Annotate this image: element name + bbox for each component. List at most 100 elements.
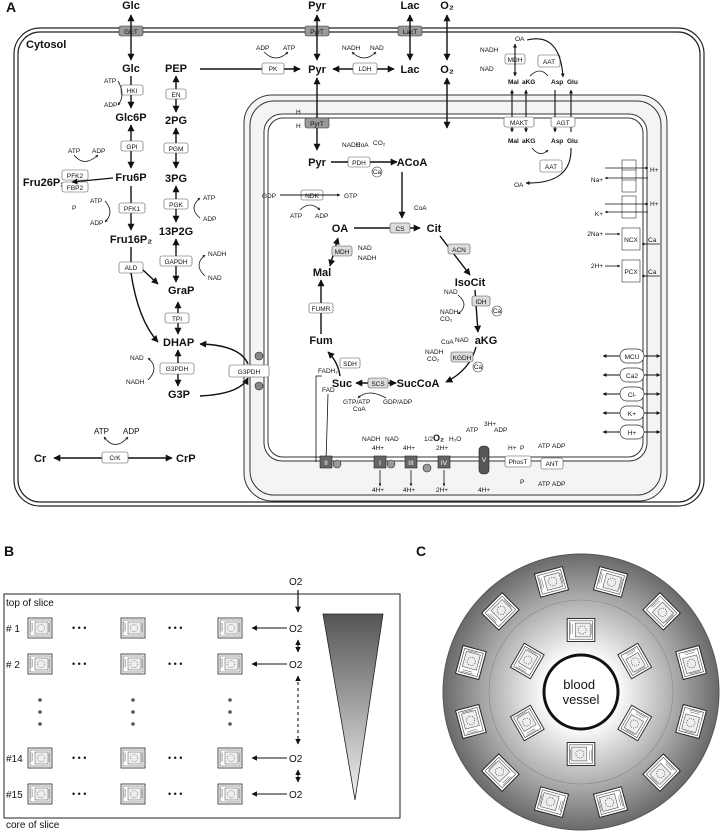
blood-vessel — [542, 653, 620, 731]
enzyme-pfk1: PFK1 — [124, 206, 141, 213]
enzyme-kgdh: KGDH — [453, 355, 472, 362]
ci-nadh: NADH — [362, 436, 381, 443]
complex-i — [373, 455, 387, 469]
glc-extracellular: Glc — [122, 0, 140, 12]
inner-cell-ring-boundary — [488, 599, 674, 785]
met-pyr-mito: Pyr — [308, 157, 326, 169]
fbp2-p: P — [72, 205, 76, 212]
shuttle-mal-top: Mal — [508, 79, 519, 86]
slice-row-label: # 1 — [6, 624, 20, 635]
row-gap-dot — [228, 710, 232, 714]
cs-coa: CoA — [414, 205, 427, 212]
pyrt-h1: H — [296, 109, 301, 116]
shuttle-nadh-top: NADH — [480, 47, 499, 54]
mitochondrion-intermembrane — [249, 100, 662, 496]
electron-transport-chain: II I NADH NAD 4H+ 4H+ III 4H+ 4H+ IV 1/2… — [319, 421, 565, 494]
ndk-gtp: GTP — [344, 193, 357, 200]
enzyme-ldh: LDH — [358, 66, 371, 73]
enzyme-mdh: MDH — [335, 249, 350, 256]
creatine-kinase: Cr CrP CrK ATP ADP — [34, 427, 196, 465]
channel-k: K+ — [602, 405, 661, 421]
cv-3h: 3H+ — [484, 421, 496, 428]
enzyme-aat-mito: AAT — [545, 164, 557, 171]
met-akg: aKG — [475, 335, 498, 347]
met-cr: Cr — [34, 453, 47, 465]
scs-coa: CoA — [353, 406, 366, 413]
enzyme-hki: HKI — [127, 88, 138, 95]
row-gap-dot — [228, 698, 232, 702]
ellipsis: • • • — [168, 753, 182, 763]
mini-cell-model — [217, 783, 243, 805]
gapdh-nad: NAD — [208, 275, 222, 282]
civ-h2o: H₂O — [449, 436, 461, 443]
oxygen-gradient-wedge — [322, 613, 384, 801]
svg-text:Ca2: Ca2 — [626, 373, 638, 380]
exchanger-1-left: Na+ — [591, 177, 603, 184]
top-transport-row: Glc Pyr Lac O₂ GlcT PyrT LacT — [118, 0, 454, 61]
ant-atp-bottom: ATP — [538, 481, 550, 488]
mdh-nad: NAD — [358, 245, 372, 252]
met-succoa: SucCoA — [397, 378, 440, 390]
exchanger-pcx: PCX — [624, 269, 638, 276]
cell-outer-membrane — [13, 27, 705, 507]
enzyme-ant: ANT — [546, 461, 559, 468]
met-dhap: DHAP — [163, 337, 194, 349]
cv-atp: ATP — [466, 427, 478, 434]
enzyme-idh: IDH — [475, 299, 487, 306]
pfk1-atp: ATP — [90, 198, 102, 205]
pk-atp: ATP — [283, 45, 295, 52]
shuttle-akg-top: aKG — [522, 79, 535, 86]
slice-row-label: #15 — [6, 790, 23, 801]
exchanger-ncx: NCX — [624, 237, 638, 244]
met-oa: OA — [332, 223, 349, 235]
met-fru6p: Fru6P — [115, 172, 146, 184]
o2-extracellular: O₂ — [440, 0, 454, 12]
svg-text:Cl-: Cl- — [628, 392, 636, 399]
mini-cell-model — [27, 747, 53, 769]
met-pyr-cyto: Pyr — [308, 64, 326, 76]
cell-inner-membrane — [17, 31, 701, 503]
ant-atp-top: ATP — [538, 443, 550, 450]
kgdh-co2: CO₂ — [427, 356, 440, 363]
pdh-co2: CO₂ — [373, 140, 386, 147]
idh-co2: CO₂ — [440, 316, 453, 323]
ci-4h-bottom: 4H+ — [372, 487, 384, 494]
mini-cell-model — [27, 653, 53, 675]
met-grap: GraP — [168, 285, 194, 297]
exchanger-ncx-right: Ca — [648, 237, 657, 244]
enzyme-g3pdh-mito: G3PDH — [238, 369, 261, 376]
mini-cell-model — [120, 747, 146, 769]
ion-channels: MCU Ca2 Cl- K+ H+ — [602, 348, 661, 440]
scs-gtp-atp: GTP/ATP — [343, 399, 370, 406]
enzyme-ald: ALD — [125, 265, 138, 272]
pdh-nadh: NADH — [342, 142, 361, 149]
ndk-adp: ADP — [315, 213, 328, 220]
kgdh-coa: CoA — [441, 339, 454, 346]
kgdh-nadh: NADH — [425, 349, 444, 356]
enzyme-pk: PK — [269, 66, 278, 73]
exchanger-ncx-left: 2Na+ — [587, 231, 603, 238]
slice-row-label: # 2 — [6, 660, 20, 671]
hki-atp: ATP — [104, 78, 116, 85]
pk-ldh-reactions: PK ADP ATP Pyr Lac O₂ LDH NADH NAD PyrT … — [200, 45, 454, 151]
enzyme-pfk2: PFK2 — [67, 173, 84, 180]
enzyme-fbp2: FBP2 — [67, 185, 84, 192]
blood-vessel-label-line-2: vessel — [563, 692, 600, 707]
enzyme-aat-cyto: AAT — [543, 59, 555, 66]
mdh-nadh: NADH — [358, 255, 377, 262]
svg-text:MCU: MCU — [625, 354, 640, 361]
ndk-atp: ATP — [290, 213, 302, 220]
slice-o2-label: O2 — [289, 754, 303, 765]
met-3pg: 3PG — [165, 173, 187, 185]
mini-cell-model — [27, 783, 53, 805]
ellipsis: • • • — [168, 789, 182, 799]
shuttle-mal-mito: Mal — [508, 138, 519, 145]
ellipsis: • • • — [72, 623, 86, 633]
pgk-adp: ADP — [203, 216, 216, 223]
ndk-gdp: GDP — [262, 193, 276, 200]
met-isocit: IsoCit — [455, 277, 486, 289]
phost-p-bottom: P — [520, 479, 524, 486]
exchanger-pcx-right: Ca — [648, 269, 657, 276]
cv-adp: ADP — [494, 427, 507, 434]
channel-mcu: MCU — [602, 348, 661, 364]
